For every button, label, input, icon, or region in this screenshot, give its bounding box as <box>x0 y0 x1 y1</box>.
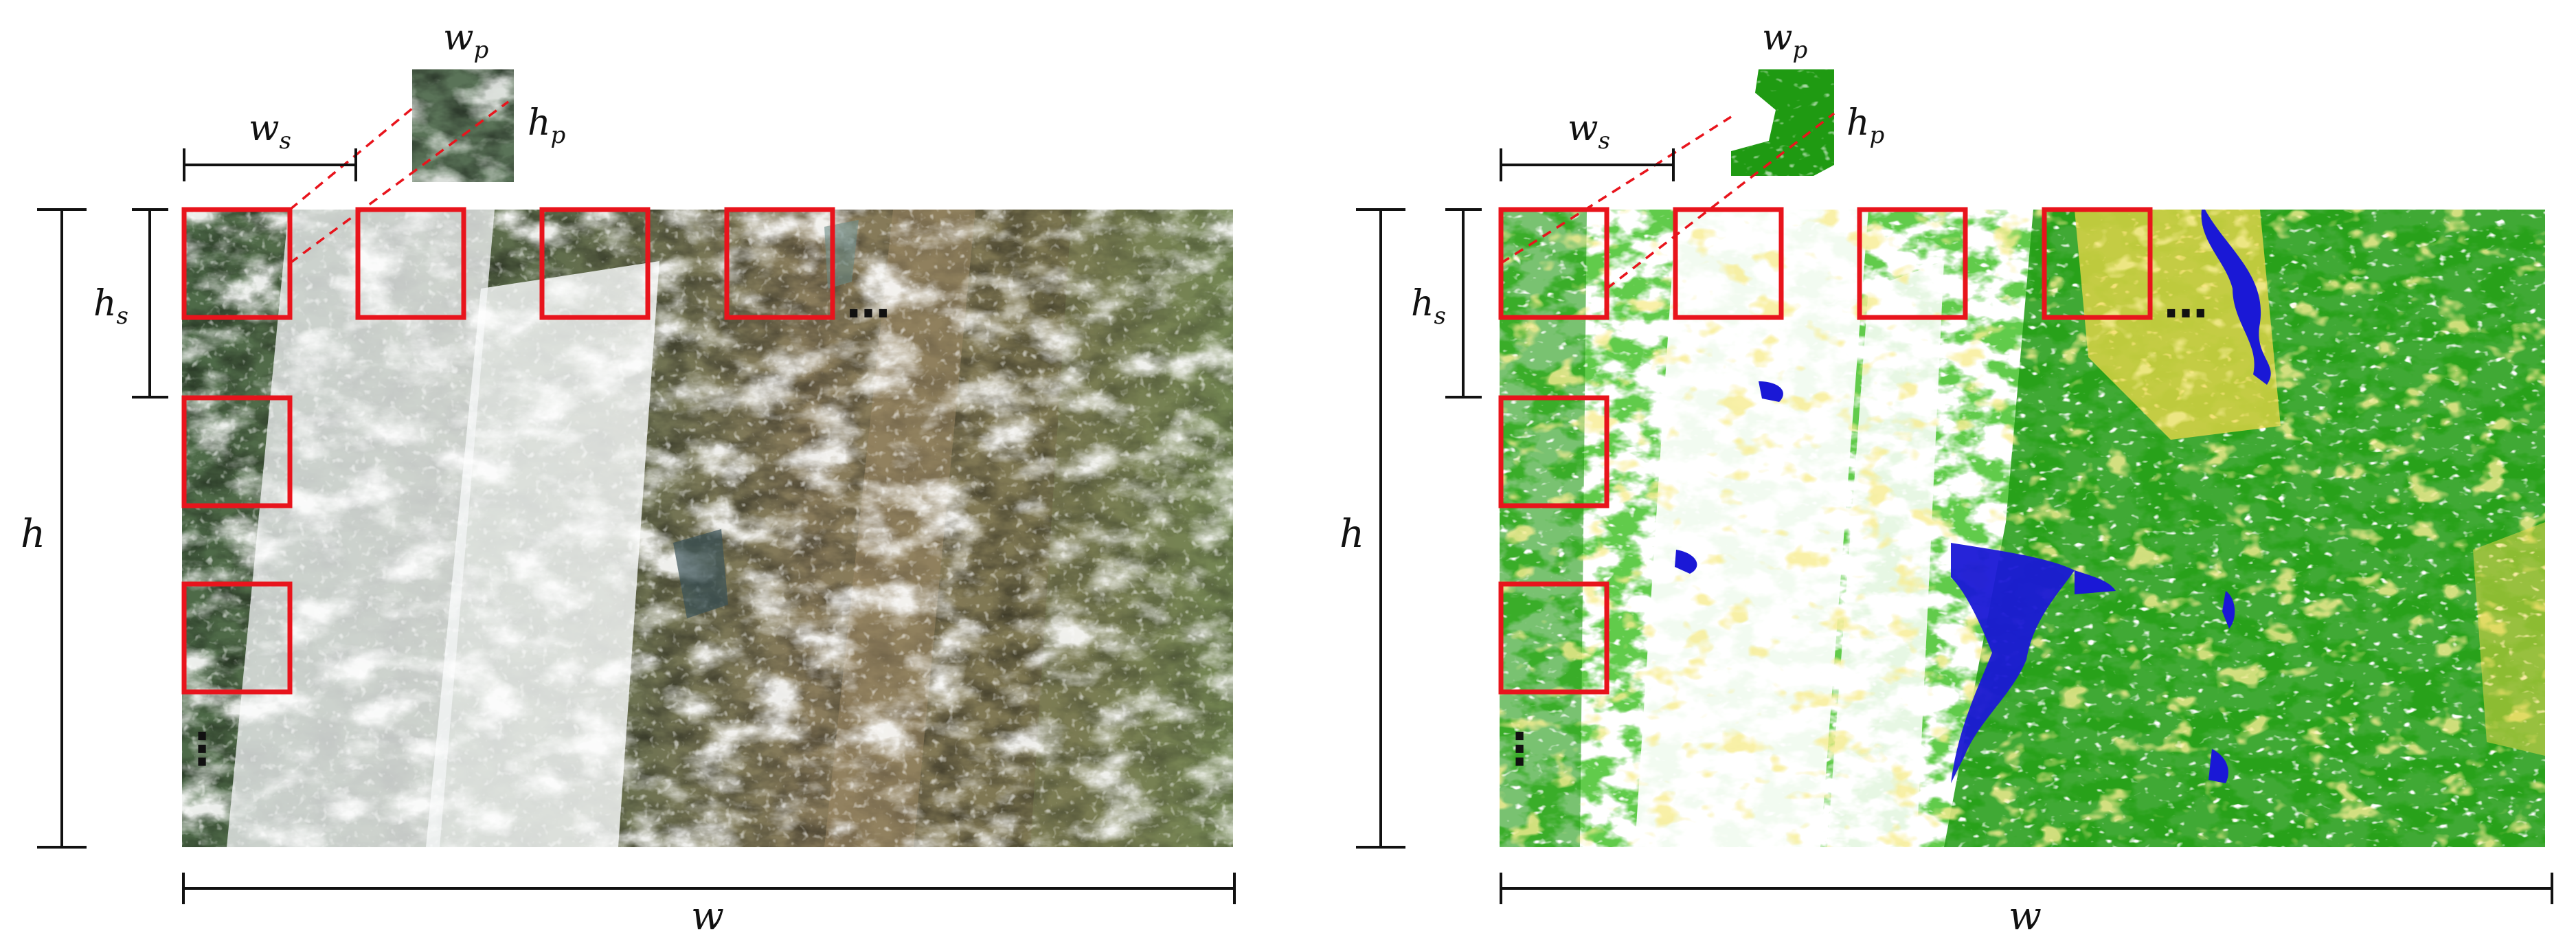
dimension-h-left: h <box>21 208 87 849</box>
dimension-hs-left: hs <box>93 208 168 399</box>
segmentation-map-panel: … ⋮ w h hs <box>1340 17 2553 939</box>
water-regions <box>1675 210 2271 783</box>
dimension-w-right: w <box>1500 873 2553 939</box>
label-hs-left-base: h <box>93 283 117 324</box>
label-hp-left-sub: p <box>551 122 566 149</box>
label-hs-right: hs <box>1411 283 1446 330</box>
patch-row1-col2 <box>1673 207 1784 320</box>
patch-row2-col1 <box>181 395 293 508</box>
label-hp-right-base: h <box>1846 102 1870 144</box>
patch-row1-col4 <box>2042 207 2153 320</box>
horizontal-ellipsis-right: … <box>2164 278 2208 328</box>
label-hp-left: hp <box>528 102 565 149</box>
dimension-hs-right: hs <box>1411 208 1482 399</box>
dimension-h-right: h <box>1340 208 1405 849</box>
label-wp-right-sub: p <box>1793 36 1808 64</box>
label-ws-right: ws <box>1568 108 1610 155</box>
label-wp-right: wp <box>1762 17 1807 64</box>
patch-thumbnail-left <box>412 69 514 182</box>
patch-row1-col3 <box>539 207 651 320</box>
label-ws-left: ws <box>249 108 291 155</box>
label-ws-right-sub: s <box>1598 127 1610 155</box>
label-wp-left: wp <box>443 17 488 64</box>
lead-line-bottom-left <box>289 100 510 265</box>
dimension-ws-right: ws <box>1500 108 1675 181</box>
patch-row1-col3 <box>1857 207 1968 320</box>
label-wp-right-base: w <box>1762 17 1793 58</box>
label-hs-right-sub: s <box>1434 302 1446 330</box>
patch-row1-col1 <box>181 207 293 320</box>
label-ws-left-base: w <box>249 108 280 149</box>
patch-thumbnail-right <box>1731 69 1834 176</box>
label-ws-right-base: w <box>1568 108 1598 149</box>
patch-row3-col1 <box>181 581 293 695</box>
label-w-left: w <box>691 894 724 939</box>
label-ws-left-sub: s <box>280 127 291 155</box>
lead-line-top-right <box>1500 115 1732 265</box>
patch-row1-col1 <box>1498 207 1609 320</box>
label-hs-right-base: h <box>1411 283 1434 324</box>
dimension-w-left: w <box>182 873 1236 939</box>
label-h-left: h <box>21 512 45 557</box>
lead-line-bottom-right <box>1605 112 1835 290</box>
vertical-ellipsis-right: ⋮ <box>1498 724 1541 775</box>
satellite-image-panel: … ⋮ w h hs <box>21 17 1236 939</box>
label-hp-left-base: h <box>528 102 551 144</box>
segmentation-map <box>1500 210 2545 847</box>
label-hp-right-sub: p <box>1870 122 1885 149</box>
patch-row1-col4 <box>724 207 835 320</box>
label-w-right: w <box>2009 894 2042 939</box>
label-h-right: h <box>1340 512 1364 557</box>
satellite-image <box>182 210 1233 847</box>
patch-row2-col1 <box>1498 395 1609 508</box>
label-hs-left: hs <box>93 283 128 330</box>
label-wp-left-base: w <box>443 17 474 58</box>
lead-line-top-left <box>289 107 414 211</box>
label-wp-left-sub: p <box>474 36 489 64</box>
label-hp-right: hp <box>1846 102 1884 149</box>
dimension-ws-left: ws <box>183 108 357 181</box>
patch-row1-col2 <box>355 207 466 320</box>
label-hs-left-sub: s <box>117 302 128 330</box>
horizontal-ellipsis-left: … <box>846 278 890 328</box>
vertical-ellipsis-left: ⋮ <box>180 724 224 775</box>
patch-row3-col1 <box>1498 581 1609 695</box>
